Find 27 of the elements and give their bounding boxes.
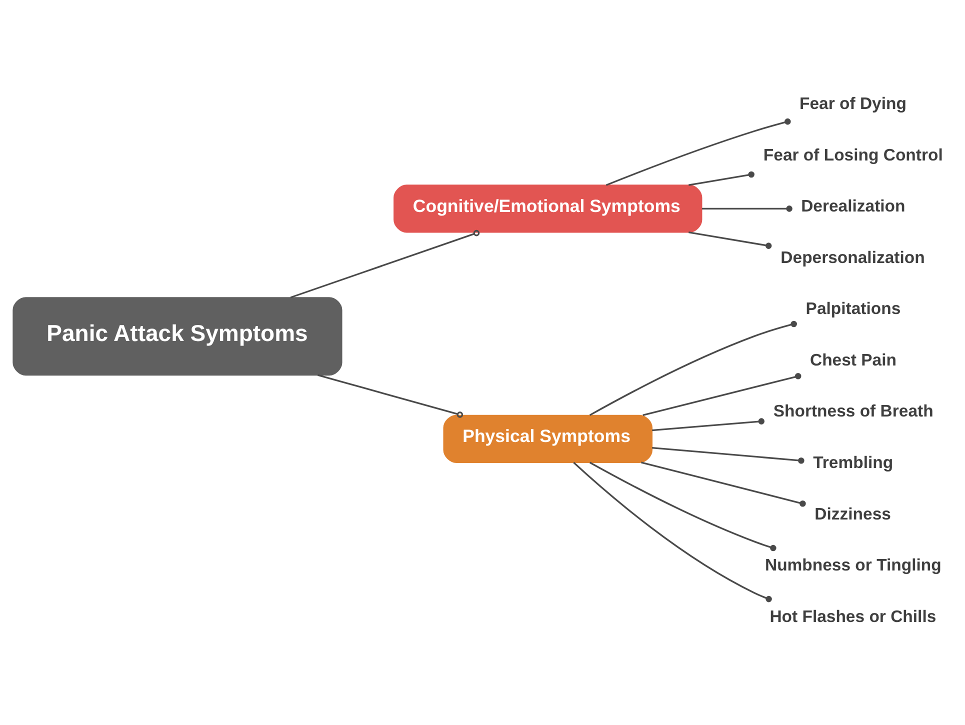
node-text: Numbness or Tingling (764, 556, 941, 575)
node-text: Hot Flashes or Chills (769, 606, 936, 626)
connector (688, 171, 754, 186)
node-text: Palpitations (805, 299, 900, 318)
node-text: Fear of Dying (799, 94, 906, 114)
connector (701, 206, 792, 212)
node-text: Derealization (800, 196, 905, 216)
connector (290, 230, 480, 298)
node-text: Dizziness (814, 504, 890, 524)
node-box: Cognitive/Emotional Symptoms (393, 184, 702, 233)
connector (605, 118, 790, 186)
connector (688, 231, 772, 249)
connector (572, 462, 772, 602)
connector (640, 462, 806, 507)
connector (642, 373, 801, 416)
connector (652, 418, 764, 432)
node-text: Trembling (812, 452, 893, 472)
node-text: Chest Pain (809, 350, 896, 370)
connector (652, 446, 804, 464)
connector (588, 320, 796, 416)
node-text: Fear of Losing Control (762, 145, 942, 164)
connector (588, 462, 776, 552)
connector (317, 374, 463, 418)
node-text: Depersonalization (780, 248, 924, 267)
node-box: Panic Attack Symptoms (12, 297, 342, 376)
node-box: Physical Symptoms (442, 414, 652, 463)
node-text: Shortness of Breath (772, 402, 933, 421)
